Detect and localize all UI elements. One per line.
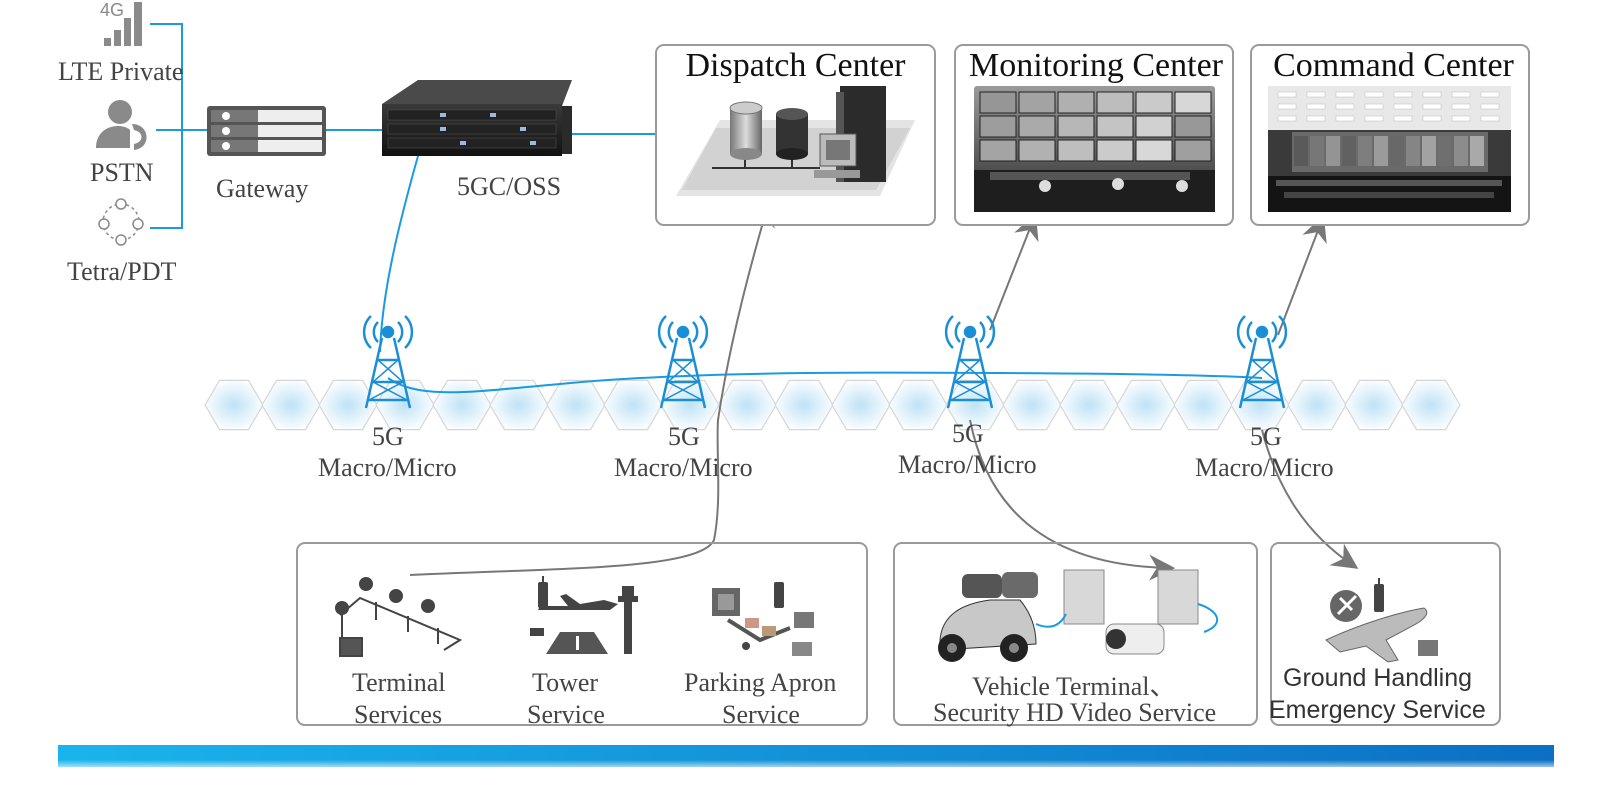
check-in-counter-icon — [335, 577, 463, 657]
airport-tower-icon — [530, 576, 638, 654]
tetra-pdt-label: Tetra/PDT — [67, 257, 177, 286]
tower3-type-label: Macro/Micro — [898, 450, 1037, 479]
coverage-hex — [1173, 379, 1233, 431]
vehicle-service-line2: Security HD Video Service — [933, 698, 1217, 727]
apron-service-line1: Parking Apron — [684, 668, 837, 697]
tower2-5g-label: 5G — [668, 422, 700, 451]
tower-4-icon — [1236, 315, 1288, 409]
coverage-hex — [603, 379, 663, 431]
coverage-hex — [546, 379, 606, 431]
coverage-hex — [1344, 379, 1404, 431]
tower-1-icon — [362, 315, 414, 409]
command-center-box — [1250, 44, 1530, 226]
tower4-type-label: Macro/Micro — [1195, 453, 1334, 482]
source-bus-line — [150, 23, 183, 229]
apron-logistics-icon — [712, 582, 814, 656]
ground-service-line2: Emergency Service — [1269, 696, 1486, 724]
tower-ring-line — [387, 371, 1263, 394]
network-links — [150, 23, 1263, 394]
rack-server-icon — [382, 80, 572, 156]
monitoring-center-box — [954, 44, 1234, 226]
dispatch-center-title: Dispatch Center — [685, 47, 906, 84]
tower4-to-ground-arrow — [1261, 429, 1359, 569]
coverage-hex — [375, 379, 435, 431]
pstn-label: PSTN — [90, 158, 154, 187]
service-arrows — [409, 200, 1359, 581]
apron-service-line2: Service — [722, 700, 800, 729]
coverage-hex — [489, 379, 549, 431]
tower-3-icon — [944, 315, 996, 409]
ground-handling-box — [1270, 542, 1501, 726]
airport-services-box — [296, 542, 868, 726]
coverage-hex — [1287, 379, 1347, 431]
tower3-5g-label: 5G — [952, 419, 984, 448]
vehicle-service-line1: Vehicle Terminal、 — [972, 672, 1176, 701]
terminal-to-dispatch-arrow — [409, 200, 775, 576]
command-center-title: Command Center — [1273, 47, 1514, 84]
tower1-5g-label: 5G — [372, 422, 404, 451]
lte-badge: 4G — [100, 0, 125, 20]
tower2-type-label: Macro/Micro — [614, 453, 753, 482]
trunk-radio-network-icon — [98, 198, 144, 246]
coverage-hex — [204, 379, 264, 431]
coverage-hex — [717, 379, 777, 431]
vehicle-camera-icon — [938, 569, 1219, 662]
tower3-to-vehicle-arrow — [969, 419, 1176, 581]
tower1-type-label: Macro/Micro — [318, 453, 457, 482]
dispatch-center-box — [655, 44, 936, 226]
coverage-hex — [432, 379, 492, 431]
coverage-hex — [261, 379, 321, 431]
coverage-hex — [1401, 379, 1461, 431]
command-hall-photo — [1268, 86, 1511, 212]
terminal-services-line2: Services — [354, 700, 443, 729]
telephone-user-icon — [96, 100, 147, 150]
coverage-hex — [1116, 379, 1176, 431]
coverage-hex — [774, 379, 834, 431]
tower3-to-monitoring-arrow — [989, 213, 1039, 331]
database-computer-icon — [676, 86, 915, 196]
terminal-services-line1: Terminal — [352, 668, 446, 697]
ground-service-line1: Ground Handling — [1283, 664, 1473, 692]
signal-bars-icon — [104, 2, 142, 46]
tower-service-line2: Service — [527, 700, 605, 729]
gateway-label: Gateway — [216, 174, 309, 203]
coverage-hex — [1002, 379, 1062, 431]
core-label: 5GC/OSS — [457, 172, 562, 201]
base-station-towers — [362, 315, 1288, 409]
core-to-tower-line — [379, 155, 419, 353]
gateway-server-icon — [207, 106, 326, 156]
lte-private-label: LTE Private — [58, 57, 184, 86]
airplane-service-icon — [1325, 578, 1438, 663]
coverage-hex — [318, 379, 378, 431]
monitoring-center-title: Monitoring Center — [968, 47, 1224, 84]
tower-service-line1: Tower — [532, 668, 599, 697]
tower-2-icon — [657, 315, 709, 409]
tower4-5g-label: 5G — [1250, 422, 1282, 451]
vehicle-video-box — [893, 542, 1258, 726]
tower4-to-command-arrow — [1277, 215, 1327, 336]
coverage-hex — [1059, 379, 1119, 431]
coverage-hex — [888, 379, 948, 431]
coverage-hex — [831, 379, 891, 431]
video-wall-photo — [974, 86, 1215, 212]
